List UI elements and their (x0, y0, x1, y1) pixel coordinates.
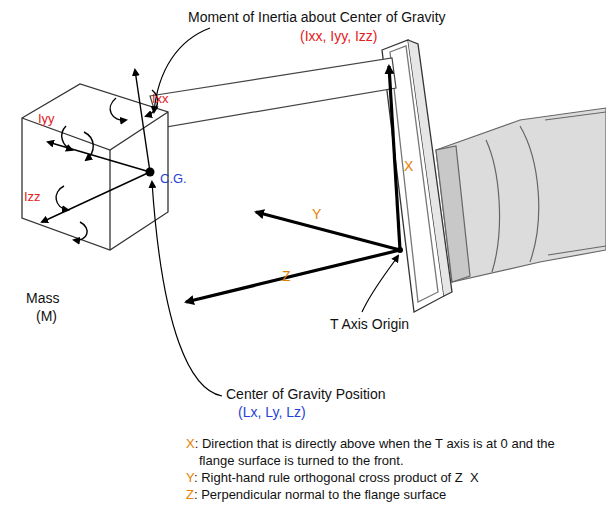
callout-heading: Center of Gravity Position (226, 386, 386, 402)
axis-description: : Right-hand rule orthogonal cross produ… (194, 470, 479, 485)
origin-dot (397, 247, 403, 253)
robot-arm (436, 108, 606, 282)
axis-label: Y (312, 206, 321, 222)
axis-note: Z: Perpendicular normal to the flange su… (186, 487, 579, 504)
coordinate-frame (186, 66, 400, 302)
inertia-axes (42, 70, 158, 240)
payload-cube (22, 84, 168, 250)
axis-letter: X (186, 436, 195, 451)
inertia-label: Iyy (38, 112, 55, 127)
inertia-label: Izz (24, 190, 41, 205)
axis-label: Z (282, 268, 291, 284)
shaft (150, 58, 396, 128)
axis-description: : Direction that is directly above when … (195, 436, 559, 468)
cg-symbols: (Lx, Ly, Lz) (238, 404, 306, 420)
axis-description: : Perpendicular normal to the flange sur… (194, 487, 446, 502)
cg-dot (146, 168, 155, 177)
leader-lines (152, 28, 398, 396)
axis-letter: Z (186, 487, 194, 502)
origin-label: T Axis Origin (330, 316, 409, 332)
inertia-symbols: (Ixx, Iyy, Izz) (300, 28, 378, 44)
axis-label: X (404, 158, 413, 174)
mass-symbol: (M) (36, 308, 57, 324)
inertia-label: Ixx (152, 92, 169, 107)
axis-letter: Y (186, 470, 194, 485)
callout-heading: Moment of Inertia about Center of Gravit… (188, 9, 446, 25)
cg-label: C.G. (160, 172, 187, 187)
axis-note: X: Direction that is directly above when… (186, 436, 579, 470)
mass-label: Mass (26, 290, 59, 306)
axis-note: Y: Right-hand rule orthogonal cross prod… (186, 470, 579, 487)
